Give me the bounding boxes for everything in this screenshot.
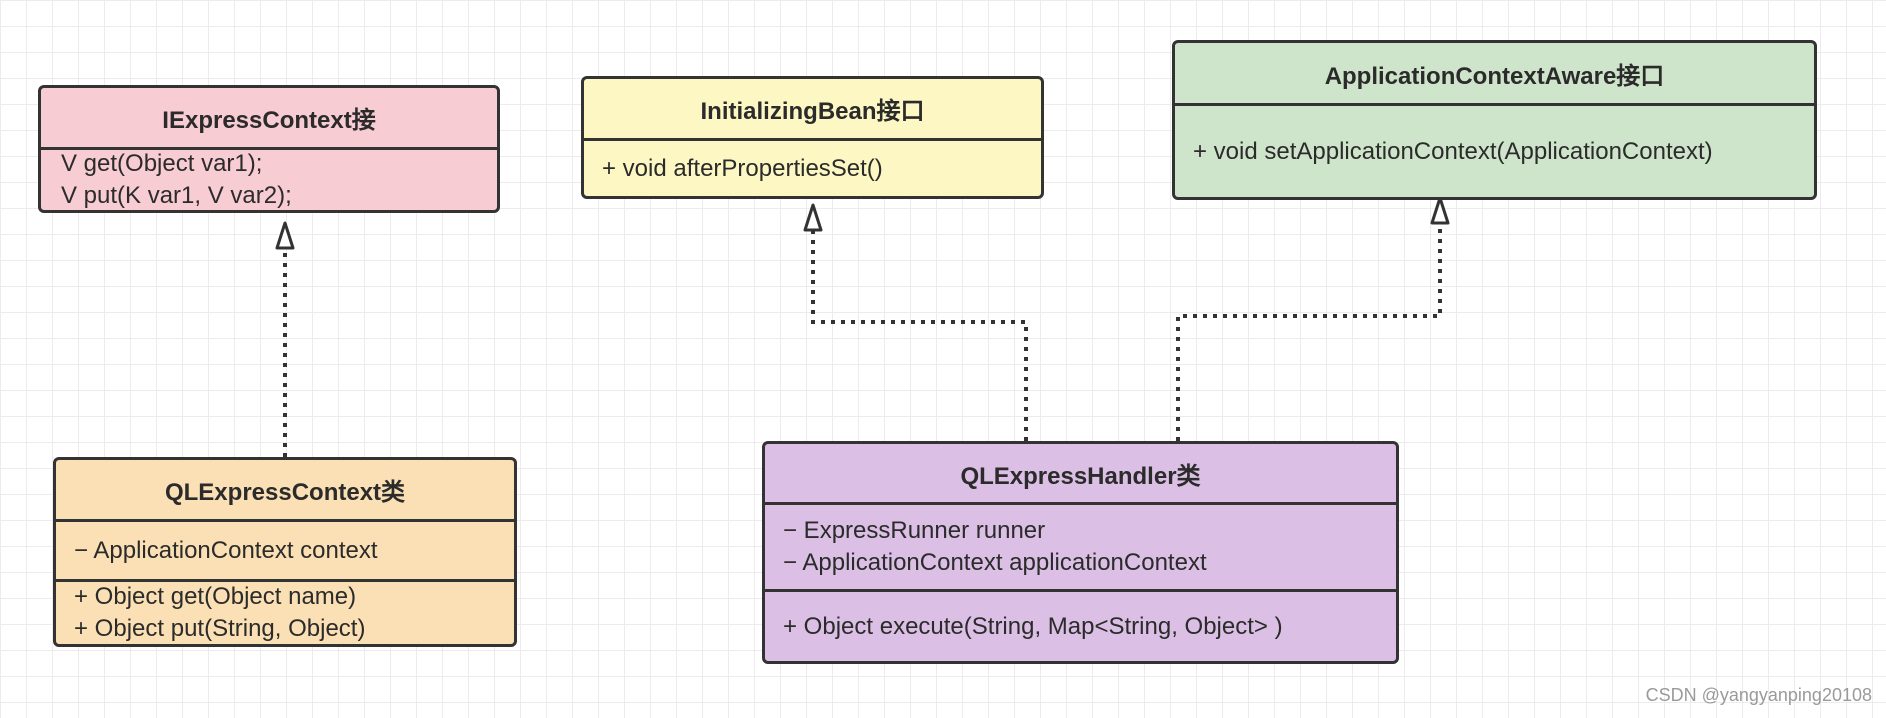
- method-line: + Object execute(String, Map<String, Obj…: [783, 612, 1283, 640]
- method-line: + Object get(Object name): [74, 583, 357, 610]
- ql-express-context-box[interactable]: QLExpressContext类 − ApplicationContext c…: [53, 457, 517, 647]
- method-line: + void afterPropertiesSet(): [602, 154, 883, 182]
- arrowhead-appaware: [1430, 196, 1450, 225]
- application-context-aware-box[interactable]: ApplicationContextAware接口 + void setAppl…: [1172, 40, 1817, 200]
- iexpress-context-box[interactable]: IExpressContext接 V get(Object var1); V p…: [38, 85, 500, 213]
- arrowhead-initbean: [803, 203, 823, 232]
- box-title: ApplicationContextAware接口: [1175, 43, 1814, 106]
- method-line: + Object put(String, Object): [74, 615, 366, 642]
- initializing-bean-box[interactable]: InitializingBean接口 + void afterPropertie…: [581, 76, 1044, 199]
- method-section: + Object get(Object name) + Object put(S…: [56, 582, 514, 644]
- ql-express-handler-box[interactable]: QLExpressHandler类 − ExpressRunner runner…: [762, 441, 1399, 664]
- field-section: − ExpressRunner runner − ApplicationCont…: [765, 505, 1396, 592]
- field-section: − ApplicationContext context: [56, 522, 514, 582]
- method-section: + void setApplicationContext(Application…: [1175, 106, 1814, 197]
- field-line: − ApplicationContext applicationContext: [783, 549, 1207, 576]
- arrowhead-iexpress: [275, 221, 295, 250]
- method-line: + void setApplicationContext(Application…: [1193, 137, 1713, 165]
- watermark: CSDN @yangyanping20108: [1645, 685, 1872, 705]
- method-line: V get(Object var1);: [61, 150, 263, 177]
- method-section: + void afterPropertiesSet(): [584, 141, 1041, 196]
- field-line: − ExpressRunner runner: [783, 517, 1046, 544]
- connector-qlhandler-to-initbean: [811, 228, 1028, 441]
- box-title: QLExpressHandler类: [765, 444, 1396, 505]
- connector-qlhandler-to-appaware: [1176, 221, 1442, 441]
- box-title: InitializingBean接口: [584, 79, 1041, 141]
- method-section: + Object execute(String, Map<String, Obj…: [765, 592, 1396, 661]
- method-section: V get(Object var1); V put(K var1, V var2…: [41, 150, 497, 210]
- method-line: V put(K var1, V var2);: [61, 182, 292, 209]
- box-title: QLExpressContext类: [56, 460, 514, 522]
- box-title: IExpressContext接: [41, 88, 497, 150]
- field-line: − ApplicationContext context: [74, 536, 378, 564]
